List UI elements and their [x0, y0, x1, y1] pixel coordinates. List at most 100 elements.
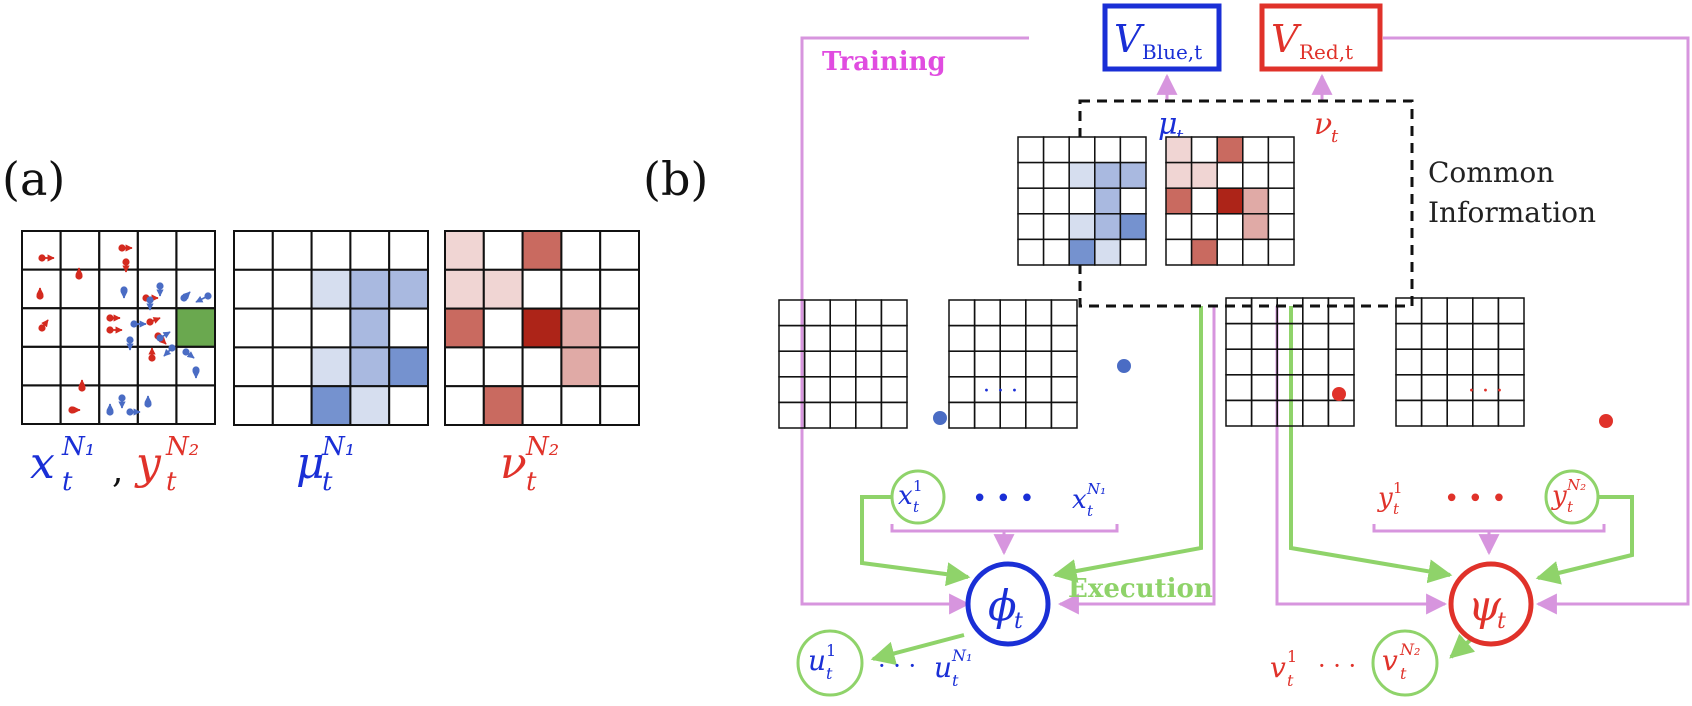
nu-cell: [444, 346, 485, 388]
agent-grid-cell: [1420, 399, 1448, 427]
agent-grid-cell: [1225, 374, 1253, 402]
agent-grid-cell: [1225, 297, 1253, 325]
panel-a-label: (a): [2, 152, 65, 206]
nu-t-cell: [1242, 187, 1270, 215]
y1-sub: t: [1393, 500, 1400, 518]
mu-cell: [388, 385, 430, 427]
vn-sup: N₂: [1399, 640, 1420, 659]
mu-t-cell: [1094, 187, 1122, 215]
mu-cell: [349, 385, 391, 427]
blue-agent: [180, 291, 191, 302]
un-sup: N₁: [951, 646, 972, 665]
blue-agent-dot-n: [1117, 359, 1131, 373]
nu-distribution-grid: [444, 230, 641, 427]
agent-grid-cell: [1050, 401, 1078, 429]
agent-grid-cell: [999, 350, 1027, 378]
agents-grid-cell: [98, 268, 139, 310]
mu-cell: [349, 230, 391, 271]
agent-grid-cell: [1420, 374, 1448, 402]
caption-y-sup: N₂: [165, 432, 199, 462]
agent-grid-cell: [1446, 348, 1474, 376]
mu-cell: [233, 346, 274, 388]
agents-grid-cell: [136, 230, 178, 271]
nu-cell: [482, 307, 524, 349]
red-agent: [106, 326, 123, 334]
agent-grid-cell: [948, 401, 976, 429]
agent-grid-cell: [1250, 374, 1278, 402]
red-agent: [146, 317, 161, 326]
nu-cell: [444, 230, 485, 271]
agent-grid-cell: [880, 401, 908, 429]
caption-y-sub: t: [166, 467, 177, 497]
u1-node: [796, 629, 864, 697]
nu-t-cell: [1190, 187, 1218, 215]
mu-cell: [388, 346, 430, 388]
agent-grid-1: [778, 299, 908, 429]
agent-grid-cell: [999, 401, 1027, 429]
red-agent: [75, 267, 83, 280]
agent-grid-cell: [1395, 399, 1423, 427]
agent-grid-cell: [855, 324, 883, 352]
agent-grid-cell: [1395, 374, 1423, 402]
blue-obs-dots: • • •: [972, 484, 1035, 514]
nu-cell: [521, 346, 563, 388]
agent-grid-cell: [1395, 322, 1423, 350]
agent-grid-cell: [1446, 399, 1474, 427]
agent-grid-cell: [1420, 297, 1448, 325]
agent-grid-cell: [1225, 348, 1253, 376]
blue-agent: [192, 366, 200, 379]
caption-y: y: [134, 438, 162, 489]
mu-cell: [349, 346, 391, 388]
nu-t-symbol: ν: [1314, 107, 1332, 142]
agent-grid-cell: [1250, 322, 1278, 350]
caption-comma: ,: [112, 450, 123, 491]
caption-nu: ν t N₂: [500, 432, 559, 497]
caption-nu-symbol: ν: [500, 438, 527, 489]
agent-grid-cell: [973, 324, 1001, 352]
agent-grid-cell: [948, 299, 976, 327]
nu-t-cell: [1267, 161, 1295, 189]
mu-cell: [388, 307, 430, 349]
mu-cell: [271, 385, 313, 427]
nu-t-cell: [1190, 161, 1218, 189]
mu-cell: [388, 230, 430, 271]
agent-grid-cell: [829, 401, 857, 429]
agent-grid-cell: [829, 324, 857, 352]
agent-grid-cell: [1446, 322, 1474, 350]
agents-grid-cell: [21, 384, 62, 425]
agent-grid-cell: [1497, 348, 1525, 376]
nu-t-cell: [1165, 238, 1193, 266]
agent-grid-cell: [1327, 322, 1355, 350]
agent-grid-cell: [829, 376, 857, 404]
mu-cell: [271, 230, 313, 271]
agent-grid-cell: [855, 401, 883, 429]
nu-t-cell: [1165, 187, 1193, 215]
mu-t-cell: [1068, 238, 1096, 266]
agent-grid-4: [1395, 297, 1525, 427]
psi-symbol: ψ: [1468, 581, 1502, 630]
agent-grid-cell: [1327, 297, 1355, 325]
blue-agent: [126, 408, 141, 416]
mu-cell: [271, 346, 313, 388]
vn-sub: t: [1400, 664, 1407, 683]
mu-cell: [271, 307, 313, 349]
red-agent: [148, 347, 156, 362]
agent-grid-cell: [1446, 297, 1474, 325]
red-agent-dot-n: [1599, 414, 1613, 428]
training-connections: [800, 36, 1690, 615]
mu-cell: [388, 268, 430, 310]
agent-grid-cell: [999, 299, 1027, 327]
agent-grid-cell: [1225, 322, 1253, 350]
yn-node: [1544, 469, 1600, 525]
nu-cell: [482, 385, 524, 427]
agent-grid-cell: [1025, 401, 1053, 429]
red-agent: [78, 379, 86, 392]
nu-t-cell: [1242, 161, 1270, 189]
mu-t-cell: [1042, 187, 1070, 215]
nu-cell: [521, 307, 563, 349]
agent-grid-cell: [999, 324, 1027, 352]
execution-label: Execution: [1068, 574, 1213, 604]
agent-grid-cell: [855, 299, 883, 327]
agent-grid-cell: [1250, 297, 1278, 325]
mu-t-cell: [1042, 238, 1070, 266]
